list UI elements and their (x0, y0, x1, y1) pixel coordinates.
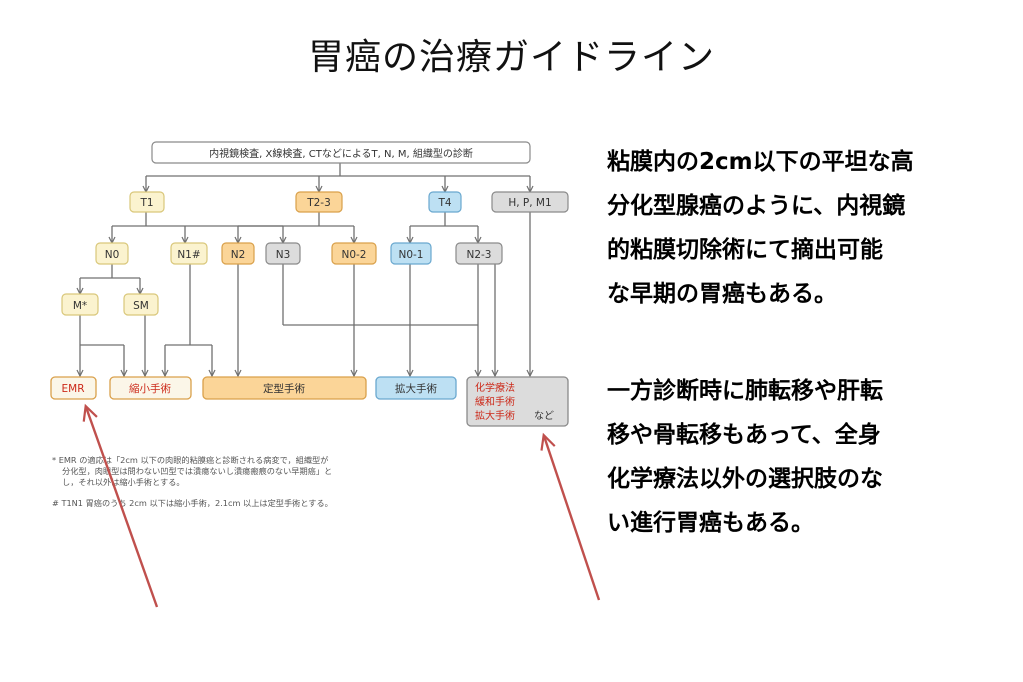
node-sm-label: SM (133, 300, 149, 312)
treatment-emr: EMR (50, 376, 97, 400)
pointer-arrows (82, 403, 601, 608)
connector-lines (80, 163, 530, 376)
node-hpm1-label: H, P, M1 (508, 197, 551, 209)
node-n1: N1# (170, 242, 208, 265)
treatment-chemo-suffix: など (534, 410, 554, 422)
node-n0-1-label: N0-1 (398, 249, 423, 261)
diagnosis-text: 内視鏡検査, X線検査, CTなどによるT, N, M, 組織型の診断 (209, 147, 473, 160)
footnote1-line2: 分化型，肉眼型は問わない凹型では潰瘍ないし潰瘍瘢痕のない早期癌」と (62, 466, 332, 476)
node-n1-label: N1# (177, 249, 200, 261)
node-m: M* (61, 293, 99, 316)
footnote1-line1: * EMR の適応は「2cm 以下の肉眼的粘膜癌と診断される病変で，組織型が (52, 455, 328, 465)
node-t4: T4 (428, 191, 462, 213)
para1-line: 的粘膜切除術にて摘出可能 (607, 237, 883, 263)
treatment-standard: 定型手術 (202, 376, 367, 400)
treatment-extended-label: 拡大手術 (395, 382, 437, 395)
treatment-reduction: 縮小手術 (109, 376, 192, 400)
node-t4-label: T4 (437, 197, 451, 209)
treatment-chemo-line2: 緩和手術 (475, 395, 515, 408)
diagnosis-box: 内視鏡検査, X線検査, CTなどによるT, N, M, 組織型の診断 (151, 141, 531, 164)
arrow-to-chemo (540, 432, 601, 601)
slide-title: 胃癌の治療ガイドライン (307, 37, 715, 78)
node-t1-label: T1 (139, 197, 153, 209)
para2-line: 移や骨転移もあって、全身 (607, 422, 881, 448)
node-t2-3-label: T2-3 (306, 197, 331, 209)
arrow-to-emr (82, 403, 159, 608)
node-sm: SM (123, 293, 159, 316)
para1-line: な早期の胃癌もある。 (607, 281, 837, 307)
node-n3: N3 (265, 242, 301, 265)
node-n2-label: N2 (231, 249, 246, 261)
node-n0-2-label: N0-2 (341, 249, 366, 261)
node-n2: N2 (221, 242, 255, 265)
node-m-label: M* (73, 300, 87, 312)
para1-line: 分化型腺癌のように、内視鏡 (607, 193, 906, 219)
para2-line: 化学療法以外の選択肢のな (607, 466, 883, 492)
para2-line: 一方診断時に肺転移や肝転 (607, 378, 883, 404)
footnote2: # T1N1 胃癌のうち 2cm 以下は縮小手術，2.1cm 以上は定型手術とす… (52, 498, 333, 508)
treatment-emr-label: EMR (62, 383, 85, 395)
node-n0-2: N0-2 (331, 242, 377, 265)
node-n0: N0 (95, 242, 129, 265)
node-hpm1: H, P, M1 (491, 191, 569, 213)
treatment-extended: 拡大手術 (375, 376, 457, 400)
para1-line: 粘膜内の2cm以下の平坦な高 (607, 149, 914, 175)
treatment-chemo-line1: 化学療法 (475, 381, 515, 394)
treatment-reduction-label: 縮小手術 (129, 382, 171, 395)
node-n0-1: N0-1 (390, 242, 432, 265)
treatment-chemo: 化学療法 緩和手術 拡大手術 など (466, 376, 569, 427)
node-n0-label: N0 (105, 249, 120, 261)
treatment-chemo-line3: 拡大手術 (475, 409, 515, 422)
footnotes: * EMR の適応は「2cm 以下の肉眼的粘膜癌と診断される病変で，組織型が 分… (52, 455, 333, 508)
node-t1: T1 (129, 191, 165, 213)
treatment-standard-label: 定型手術 (263, 382, 305, 395)
footnote1-line3: し，それ以外は縮小手術とする。 (62, 477, 185, 487)
paragraph-early-cancer: 粘膜内の2cm以下の平坦な高 分化型腺癌のように、内視鏡 的粘膜切除術にて摘出可… (607, 140, 987, 316)
para2-line: い進行胃癌もある。 (607, 510, 814, 536)
paragraph-advanced-cancer: 一方診断時に肺転移や肝転 移や骨転移もあって、全身 化学療法以外の選択肢のな い… (607, 369, 987, 545)
node-n3-label: N3 (276, 249, 291, 261)
node-t2-3: T2-3 (295, 191, 343, 213)
node-n2-3: N2-3 (455, 242, 503, 265)
node-n2-3-label: N2-3 (466, 249, 491, 261)
